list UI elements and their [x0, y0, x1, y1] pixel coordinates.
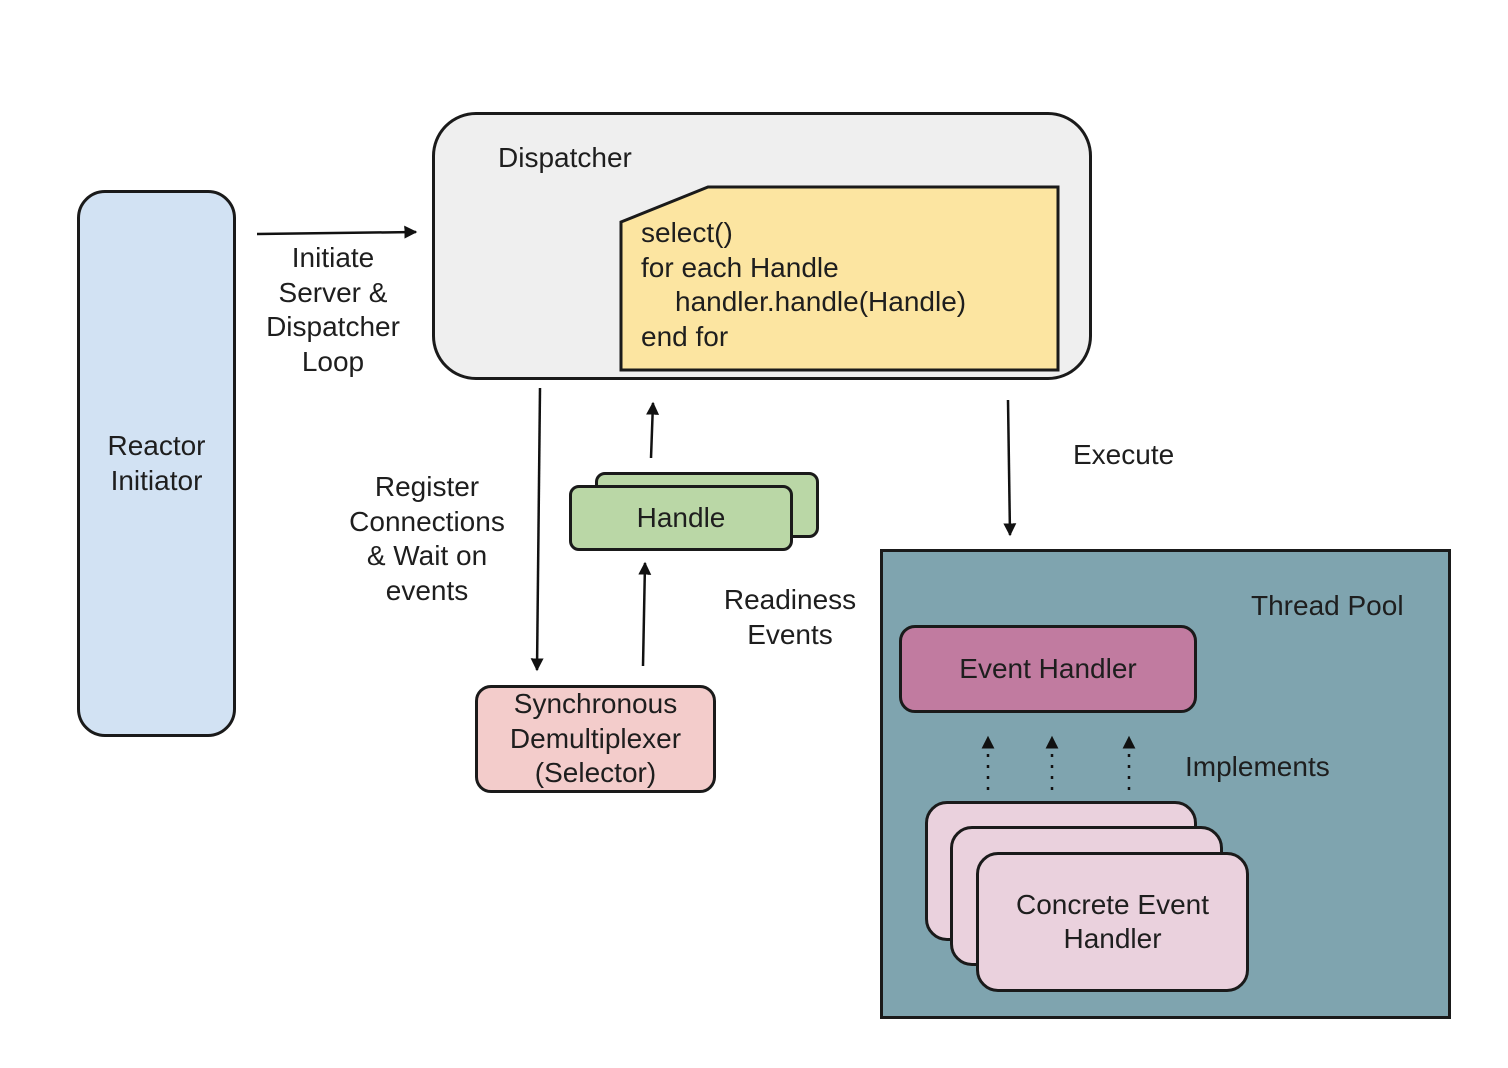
readiness-line-2: Events: [747, 618, 833, 650]
readiness-label: Readiness Events: [712, 583, 868, 652]
event-handler-box: Event Handler: [899, 625, 1197, 713]
demultiplexer-line-3: (Selector): [534, 757, 657, 789]
arrow-demux-to-handle: [638, 561, 652, 667]
demultiplexer-line-2: Demultiplexer: [509, 722, 682, 754]
initiate-line-2: Server &: [278, 276, 388, 308]
register-line-3: & Wait on: [366, 540, 488, 571]
code-note-polygon: [619, 185, 1060, 372]
readiness-line-1: Readiness: [723, 584, 857, 615]
execute-label: Execute: [1073, 439, 1175, 470]
register-line-2: Connections: [349, 505, 505, 537]
arrow-execute: [1003, 399, 1017, 537]
arrow-register: [530, 387, 544, 672]
code-block: select() for each Handle handler.handle(…: [641, 216, 966, 354]
initiate-line-1: Initiate: [291, 242, 375, 273]
concrete-handler-line-2: Handler: [1063, 923, 1162, 954]
register-line-1: Register: [374, 471, 480, 502]
event-handler-label: Event Handler: [959, 652, 1137, 684]
register-label: Register Connections & Wait on events: [332, 470, 522, 608]
initiate-label: Initiate Server & Dispatcher Loop: [252, 241, 414, 379]
concrete-handler-box: Concrete Event Handler: [976, 852, 1249, 992]
reactor-initiator-line-2: Initiator: [110, 464, 203, 496]
thread-pool-title: Thread Pool: [1251, 590, 1404, 621]
concrete-handler-label: Concrete Event Handler: [1016, 888, 1209, 957]
initiate-line-3: Dispatcher: [266, 311, 400, 342]
reactor-initiator-box: Reactor Initiator: [77, 190, 236, 737]
demultiplexer-box: Synchronous Demultiplexer (Selector): [475, 685, 716, 793]
code-line-3: handler.handle(Handle): [675, 286, 967, 317]
code-line-4: end for: [641, 320, 729, 352]
dispatcher-title: Dispatcher: [498, 142, 632, 173]
demultiplexer-line-1: Synchronous: [513, 688, 678, 720]
initiate-line-4: Loop: [301, 345, 365, 377]
reactor-initiator-label: Reactor Initiator: [107, 429, 205, 498]
handle-label: Handle: [636, 501, 726, 533]
handle-box: Handle: [569, 485, 793, 551]
concrete-handler-line-1: Concrete Event: [1016, 888, 1209, 920]
demultiplexer-label: Synchronous Demultiplexer (Selector): [510, 687, 681, 791]
code-line-2: for each Handle: [641, 251, 839, 283]
register-line-4: events: [385, 574, 469, 606]
implements-label: Implements: [1185, 751, 1330, 782]
arrow-initiate: [256, 225, 418, 239]
reactor-initiator-line-1: Reactor: [107, 430, 206, 461]
arrow-handle-to-dispatcher: [646, 401, 660, 459]
code-line-1: select(): [641, 217, 733, 248]
